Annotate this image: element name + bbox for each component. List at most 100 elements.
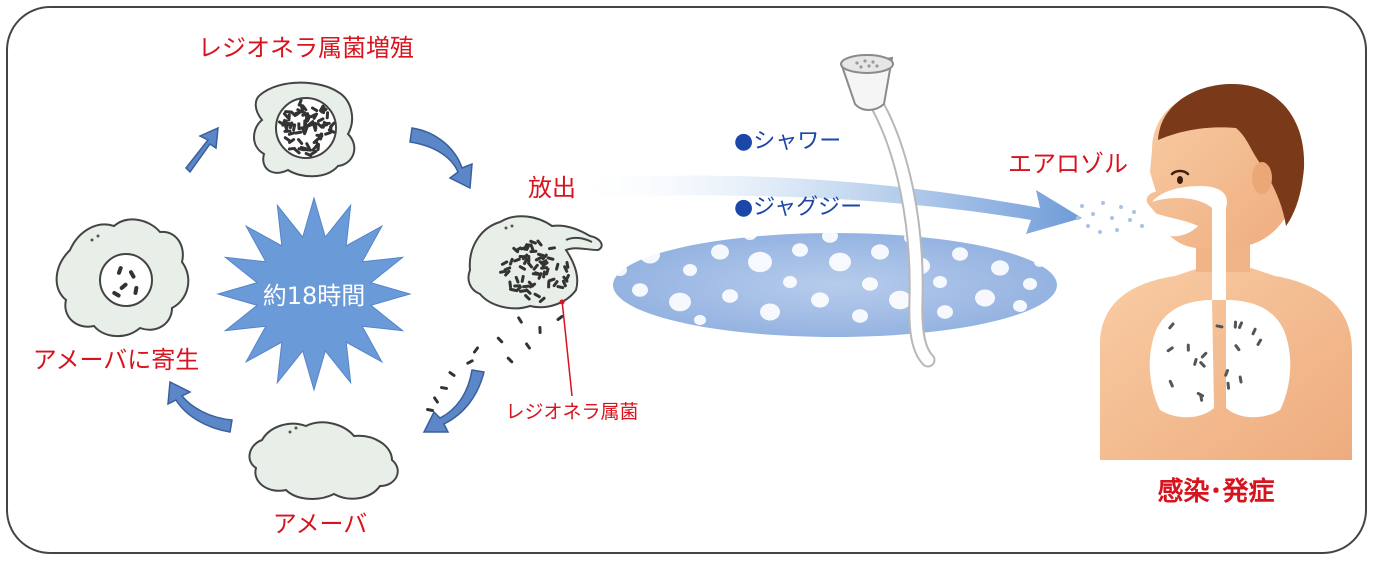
bacterium: [565, 260, 570, 269]
bacterium: [529, 239, 537, 245]
bacterium: [287, 113, 291, 122]
bacterium: [329, 124, 333, 133]
bacterium: [531, 272, 540, 276]
bacterium: [1199, 361, 1206, 368]
bacterium: [523, 257, 529, 266]
bacterium: [301, 127, 306, 135]
bacterium: [538, 296, 546, 304]
bacterium: [466, 359, 474, 365]
bubble: [889, 290, 911, 310]
label-aerosol: エアロゾル: [1008, 150, 1128, 178]
bacterium: [540, 266, 549, 270]
bacterium: [532, 263, 539, 271]
bacterium: [542, 270, 546, 279]
bacterium: [500, 260, 509, 266]
bacterium: [325, 111, 330, 120]
bacterium: [1224, 369, 1229, 377]
label-source-shower: ●シャワー: [734, 129, 841, 154]
bacterium: [316, 143, 321, 151]
bacterium: [320, 107, 328, 114]
released-bacteria: [426, 314, 564, 412]
bacterium: [518, 254, 527, 259]
bacterium: [545, 267, 550, 276]
bacterium: [310, 149, 318, 156]
bacterium: [297, 122, 301, 131]
bacterium: [506, 356, 514, 364]
bacterium: [304, 151, 313, 158]
bacterium: [533, 292, 541, 299]
label-release: 放出: [528, 174, 576, 202]
bacterium: [508, 287, 517, 292]
amoeba-with-parasite: [55, 218, 190, 337]
bacterium: [448, 371, 456, 377]
bubble: [952, 247, 968, 261]
person-icon: [1100, 84, 1352, 460]
bacterium: [426, 408, 434, 412]
bubble: [862, 277, 878, 291]
bacterium: [513, 257, 521, 263]
bacterium: [518, 265, 527, 271]
aerosol-stream-arrow: [585, 175, 1082, 234]
label-source-jacuzzi: ●ジャグジー: [734, 195, 862, 220]
bubble: [632, 283, 648, 297]
bubble: [613, 264, 627, 276]
bacterium: [541, 253, 548, 261]
bacterium: [556, 314, 564, 322]
diagram-frame: [6, 6, 1367, 554]
bacterium: [316, 122, 324, 129]
bubble: [640, 246, 660, 264]
bacterium: [303, 121, 309, 129]
bacterium: [294, 130, 303, 135]
bacterium: [526, 261, 534, 269]
bacterium: [546, 256, 555, 261]
starburst-icon: [216, 196, 412, 392]
bacterium: [556, 285, 565, 290]
bacterium: [522, 284, 530, 289]
bacterium: [1233, 320, 1238, 329]
bubble: [748, 251, 772, 273]
bacterium: [515, 285, 522, 293]
bacterium: [307, 122, 316, 128]
bacterium: [288, 138, 296, 144]
bacterium: [529, 243, 535, 252]
bacterium: [1166, 346, 1174, 353]
bacterium: [547, 277, 556, 283]
label-parasitism: アメーバに寄生: [33, 346, 200, 374]
bacterium: [1168, 322, 1175, 330]
cycle-arrow-top-right: [409, 127, 473, 190]
bubble: [871, 244, 889, 260]
bacterium: [313, 121, 318, 130]
bacterium: [433, 396, 439, 404]
bubble: [975, 289, 995, 307]
bubble: [822, 229, 838, 243]
bacterium: [514, 246, 522, 253]
bubble: [722, 289, 738, 303]
bubble: [937, 305, 953, 319]
cycle-arrow-top-left: [184, 126, 219, 174]
bubble: [694, 314, 706, 326]
bacterium: [520, 245, 528, 251]
aerosol-droplets: [1076, 201, 1144, 234]
bacterium: [293, 148, 301, 155]
bacterium: [285, 123, 289, 132]
bacterium: [283, 136, 291, 143]
bacterium: [520, 274, 525, 283]
bacterium: [1256, 338, 1263, 346]
bacterium: [518, 289, 527, 293]
bubble: [1023, 278, 1037, 290]
bubble-pool-icon: [613, 228, 1057, 337]
bacterium: [472, 346, 480, 354]
bubble: [783, 276, 797, 288]
bacterium: [564, 273, 570, 282]
bacterium: [525, 243, 531, 251]
bacterium: [527, 255, 531, 263]
bacterium: [536, 239, 543, 247]
bacterium: [296, 108, 304, 114]
bacterium: [527, 280, 535, 288]
bacterium: [548, 246, 556, 251]
bacterium: [1251, 327, 1257, 336]
bacterium: [534, 256, 543, 262]
infected-amoeba-proliferation: [253, 81, 356, 178]
bacterium: [324, 131, 332, 136]
cycle-arrow-bottom-left: [167, 380, 233, 433]
